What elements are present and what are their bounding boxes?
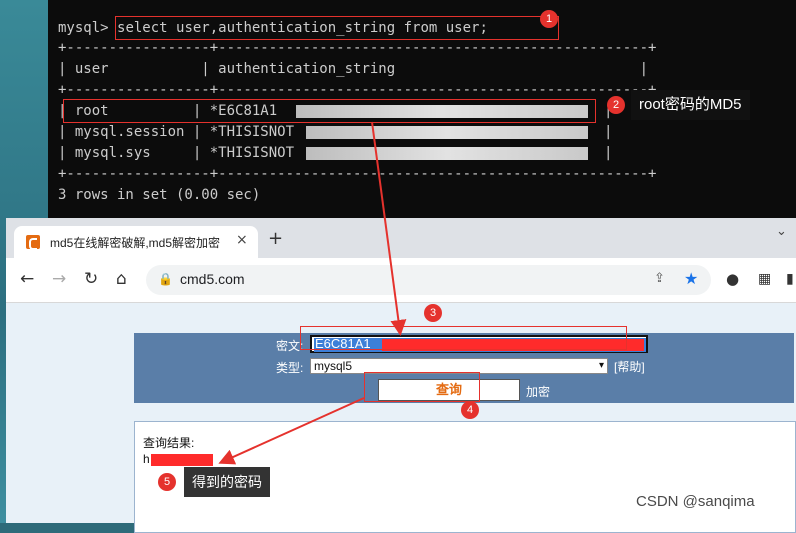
table-header: | user | authentication_string | bbox=[58, 61, 649, 77]
terminal-command-line: mysql> select user,authentication_string… bbox=[58, 18, 488, 38]
step-badge-4: 4 bbox=[461, 401, 479, 419]
redaction-mask bbox=[382, 339, 644, 351]
row-auth: *THISISNOT bbox=[209, 145, 295, 161]
arrow-to-cipher bbox=[371, 121, 407, 336]
table-row: | mysql.session | *THISISNOT bbox=[58, 124, 295, 140]
result-value: h bbox=[143, 452, 150, 466]
row-user: mysql.session bbox=[74, 124, 185, 140]
cipher-label: 密文: bbox=[276, 339, 304, 353]
table-edge: | bbox=[604, 124, 613, 140]
chevron-down-icon: ▾ bbox=[598, 360, 604, 371]
step-badge-2: 2 bbox=[607, 96, 625, 114]
table-row: | mysql.sys | *THISISNOT bbox=[58, 145, 295, 161]
note-root-md5: root密码的MD5 bbox=[631, 90, 750, 120]
tab-title: md5在线解密破解,md5解密加密 bbox=[50, 236, 221, 250]
note-password: 得到的密码 bbox=[184, 467, 270, 497]
table-border: +-----------------+---------------------… bbox=[58, 82, 657, 98]
cmd5-favicon-icon bbox=[26, 235, 40, 250]
query-button[interactable]: 查询 bbox=[378, 379, 520, 401]
new-tab-button[interactable]: + bbox=[268, 228, 284, 249]
highlight-cipher bbox=[300, 326, 627, 350]
terminal-footer: 3 rows in set (0.00 sec) bbox=[58, 187, 261, 203]
cipher-value: E6C81A1 bbox=[315, 336, 371, 351]
row-user: mysql.sys bbox=[74, 145, 151, 161]
url-text: cmd5.com bbox=[180, 271, 245, 287]
terminal-command: select user,authentication_string from u… bbox=[117, 20, 488, 36]
highlight-root-row bbox=[63, 99, 596, 123]
qr-code-icon[interactable]: ▦ bbox=[758, 271, 772, 287]
share-icon[interactable]: ⇪ bbox=[654, 271, 665, 286]
browser-toolbar: ← → ↻ ⌂ 🔒 cmd5.com ⇪ ★ ● ▦ ▮ bbox=[6, 258, 796, 303]
back-arrow-icon[interactable]: ← bbox=[20, 269, 35, 289]
redaction-mask bbox=[296, 105, 588, 118]
address-bar[interactable]: 🔒 cmd5.com ⇪ ★ bbox=[146, 265, 711, 295]
tab-md5[interactable]: md5在线解密破解,md5解密加密 × bbox=[14, 226, 258, 258]
highlight-query bbox=[364, 372, 480, 402]
type-label: 类型: bbox=[276, 361, 304, 375]
redaction-mask bbox=[306, 126, 588, 139]
table-border: +-----------------+---------------------… bbox=[58, 166, 657, 182]
row-auth: *THISISNOT bbox=[209, 124, 295, 140]
arrow-to-result bbox=[218, 397, 365, 465]
watermark: CSDN @sanqima bbox=[636, 493, 755, 510]
table-edge: | bbox=[604, 103, 613, 119]
terminal-prompt: mysql> bbox=[58, 20, 109, 36]
tab-bar: md5在线解密破解,md5解密加密 × + ⌄ bbox=[6, 218, 796, 258]
encrypt-link[interactable]: 加密 bbox=[526, 385, 551, 399]
result-title: 查询结果: bbox=[143, 436, 195, 450]
terminal-window: mysql> select user,authentication_string… bbox=[48, 0, 796, 218]
extension-icon[interactable]: ▮ bbox=[786, 271, 794, 287]
home-icon[interactable]: ⌂ bbox=[116, 269, 127, 289]
highlight-command bbox=[115, 16, 559, 40]
star-icon[interactable]: ★ bbox=[684, 269, 699, 288]
help-link[interactable]: [帮助] bbox=[614, 360, 645, 374]
chevron-down-icon[interactable]: ⌄ bbox=[776, 224, 787, 239]
lock-icon: 🔒 bbox=[158, 272, 173, 286]
close-icon[interactable]: × bbox=[236, 232, 248, 248]
type-select[interactable]: mysql5 ▾ bbox=[310, 358, 608, 374]
table-border: +-----------------+---------------------… bbox=[58, 40, 657, 56]
decrypt-form-panel: 密文: E6C81A1 类型: mysql5 ▾ [帮助] 查询 加密 bbox=[134, 333, 794, 403]
forward-arrow-icon[interactable]: → bbox=[52, 269, 67, 289]
cipher-input[interactable]: E6C81A1 bbox=[310, 335, 648, 353]
step-badge-5: 5 bbox=[158, 473, 176, 491]
header-auth: authentication_string bbox=[218, 61, 396, 77]
step-badge-1: 1 bbox=[540, 10, 558, 28]
redaction-mask bbox=[151, 454, 213, 466]
extension-icon[interactable]: ● bbox=[726, 270, 740, 288]
type-value: mysql5 bbox=[314, 359, 353, 373]
table-row: | root | *E6C81A1 bbox=[58, 103, 278, 119]
header-user: user bbox=[74, 61, 109, 77]
step-badge-3: 3 bbox=[424, 304, 442, 322]
row-auth: *E6C81A1 bbox=[209, 103, 278, 119]
row-user: root bbox=[74, 103, 109, 119]
reload-icon[interactable]: ↻ bbox=[84, 269, 99, 289]
table-edge: | bbox=[604, 145, 613, 161]
